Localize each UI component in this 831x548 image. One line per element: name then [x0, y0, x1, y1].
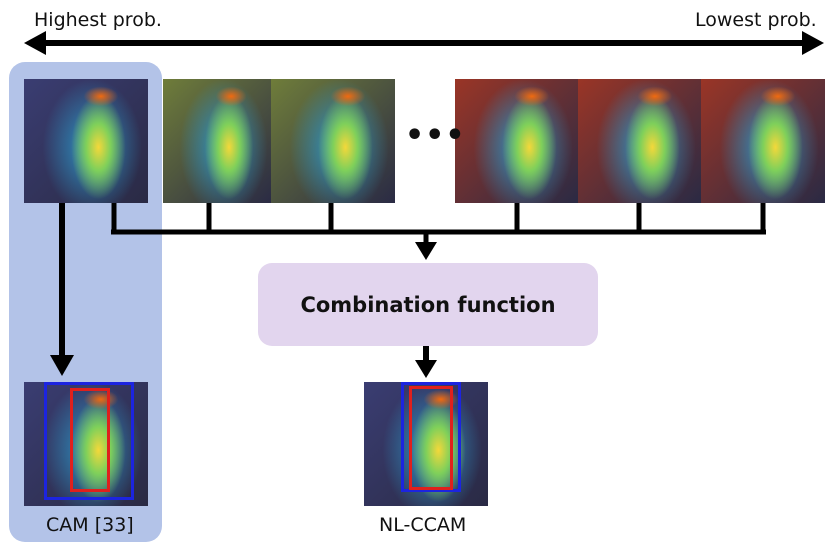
- nlccam-down-arrow: [415, 346, 437, 378]
- bbox-red: [70, 388, 110, 492]
- heatmap-5: [578, 79, 702, 203]
- bbox-blue: [401, 382, 461, 492]
- nlccam-label: NL-CCAM: [379, 514, 467, 536]
- cam-result: [24, 382, 148, 506]
- heatmap-4: [455, 79, 579, 203]
- combination-function-box: Combination function: [258, 263, 598, 346]
- combination-in-arrow: [415, 242, 437, 260]
- bbox-blue: [44, 382, 134, 500]
- lowest-prob-label: Lowest prob.: [695, 9, 817, 31]
- heatmap-2: [163, 79, 273, 203]
- combination-bracket: [111, 203, 766, 244]
- nlccam-result: [364, 382, 488, 506]
- heatmap-3: [271, 79, 395, 203]
- cam-label: CAM [33]: [46, 514, 134, 536]
- heatmap-6: [701, 79, 825, 203]
- bbox-red: [409, 386, 453, 490]
- heatmap-1: [24, 79, 148, 203]
- combination-function-label: Combination function: [300, 292, 556, 317]
- highest-prob-label: Highest prob.: [34, 9, 162, 31]
- probability-axis-arrow: [24, 31, 824, 55]
- cam-down-arrow: [50, 203, 74, 376]
- ellipsis: •••: [405, 118, 466, 153]
